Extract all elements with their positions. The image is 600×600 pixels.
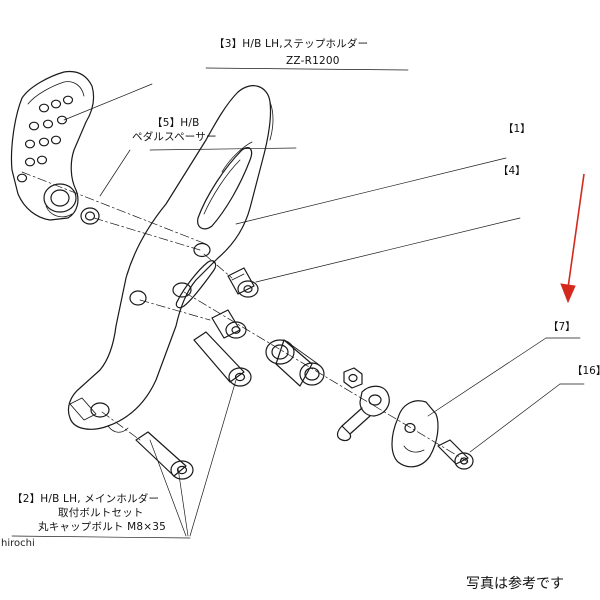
mounting-bolt-part [69, 309, 252, 480]
rod-end-part [336, 385, 390, 442]
red-arrow [560, 173, 585, 304]
watermark-text: hirochi [1, 538, 35, 549]
assembly-axis-lines [21, 171, 469, 463]
label-part2-bolt: 丸キャップボルト M8×35 [38, 521, 167, 533]
step-holder-part [10, 70, 95, 221]
nut-part [343, 367, 363, 389]
pedal-tip-part [391, 400, 439, 468]
label-part5-title: 【5】H/B [152, 117, 200, 129]
label-part4: 【4】 [498, 165, 526, 177]
pivot-collar-part [265, 339, 325, 387]
label-part3-model: ZZ-R1200 [286, 55, 340, 67]
small-bolt-part [437, 439, 474, 470]
label-part2-set: 取付ボルトセット [58, 507, 144, 519]
leader-lines [11, 67, 585, 539]
label-part7: 【7】 [548, 321, 576, 333]
label-part5-name: ペダルスペーサー [132, 131, 217, 143]
main-holder-part [67, 85, 274, 433]
label-part3-title: 【3】H/B LH,ステップホルダー [214, 38, 369, 50]
short-bolt-part [227, 267, 259, 298]
pedal-spacer-part [80, 207, 100, 225]
label-part16: 【16】 [572, 365, 600, 377]
label-part2-title: 【2】H/B LH, メインホルダー [12, 493, 160, 505]
label-part1: 【1】 [503, 123, 531, 135]
reference-photo-note: 写真は参考です [466, 576, 564, 592]
